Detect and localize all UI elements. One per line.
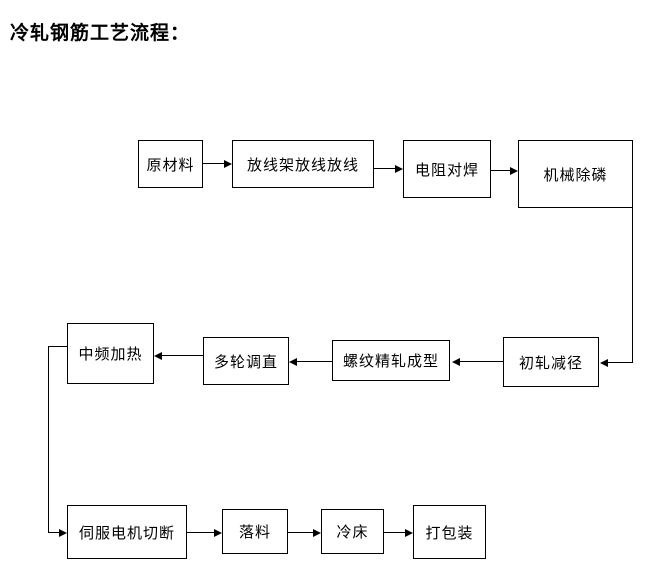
arrowhead-raw-to-payoff <box>224 160 232 168</box>
connector-cooling-to-packing <box>384 532 405 533</box>
node-medium-frequency-heating[interactable]: 中频加热 <box>67 323 154 384</box>
node-label: 机械除磷 <box>543 166 608 184</box>
arrowhead-blanking-to-cooling <box>313 529 321 537</box>
connector-welding-to-descaling <box>491 170 510 171</box>
connector-descaling-to-primary-horizontal <box>608 362 633 363</box>
node-label: 原材料 <box>146 156 195 174</box>
node-blanking[interactable]: 落料 <box>222 509 288 554</box>
arrowhead-servo-to-blanking <box>214 529 222 537</box>
connector-payoff-to-welding <box>374 168 395 169</box>
node-label: 放线架放线放线 <box>246 156 359 174</box>
node-label: 落料 <box>238 524 271 541</box>
arrowhead-primary-to-thread <box>452 358 460 366</box>
connector-heating-to-servo-horizontal-top <box>48 346 67 347</box>
arrowhead-thread-to-straightening <box>289 358 297 366</box>
node-label: 电阻对焊 <box>414 161 479 179</box>
node-label: 初轧减径 <box>518 354 583 372</box>
node-resistance-butt-welding[interactable]: 电阻对焊 <box>403 140 491 198</box>
connector-heating-to-servo-vertical <box>48 346 49 532</box>
node-cooling-bed[interactable]: 冷床 <box>321 509 384 554</box>
node-label: 伺服电机切断 <box>78 524 175 542</box>
arrowhead-payoff-to-welding <box>395 165 403 173</box>
arrowhead-cooling-to-packing <box>405 529 413 537</box>
node-raw-material[interactable]: 原材料 <box>138 140 203 188</box>
node-primary-rolling-reduction[interactable]: 初轧减径 <box>503 337 599 387</box>
node-packing[interactable]: 打包装 <box>413 505 486 559</box>
connector-primary-to-thread <box>460 361 503 362</box>
node-label: 螺纹精轧成型 <box>342 353 439 370</box>
arrowhead-heating-to-servo <box>59 529 67 537</box>
node-mechanical-descaling[interactable]: 机械除磷 <box>518 140 633 208</box>
node-label: 多轮调直 <box>213 353 278 371</box>
connector-heating-to-servo-horizontal-bottom <box>48 532 59 533</box>
connector-descaling-to-primary-vertical <box>632 208 633 362</box>
node-label: 中频加热 <box>78 346 143 363</box>
connector-raw-to-payoff <box>203 163 224 164</box>
node-multi-roll-straightening[interactable]: 多轮调直 <box>203 337 289 385</box>
connector-thread-to-straightening <box>297 361 332 362</box>
node-label: 冷床 <box>336 524 369 541</box>
node-label: 打包装 <box>425 524 474 542</box>
connector-straightening-to-heating <box>162 355 203 356</box>
arrowhead-welding-to-descaling <box>510 167 518 175</box>
page-title: 冷轧钢筋工艺流程： <box>10 23 191 44</box>
node-servo-motor-cutting[interactable]: 伺服电机切断 <box>67 505 187 559</box>
arrowhead-descaling-to-primary <box>600 359 608 367</box>
arrowhead-straightening-to-heating <box>154 352 162 360</box>
connector-blanking-to-cooling <box>288 532 313 533</box>
connector-servo-to-blanking <box>187 532 214 533</box>
node-payoff-stand[interactable]: 放线架放线放线 <box>232 140 374 188</box>
node-thread-finish-rolling[interactable]: 螺纹精轧成型 <box>332 340 450 381</box>
